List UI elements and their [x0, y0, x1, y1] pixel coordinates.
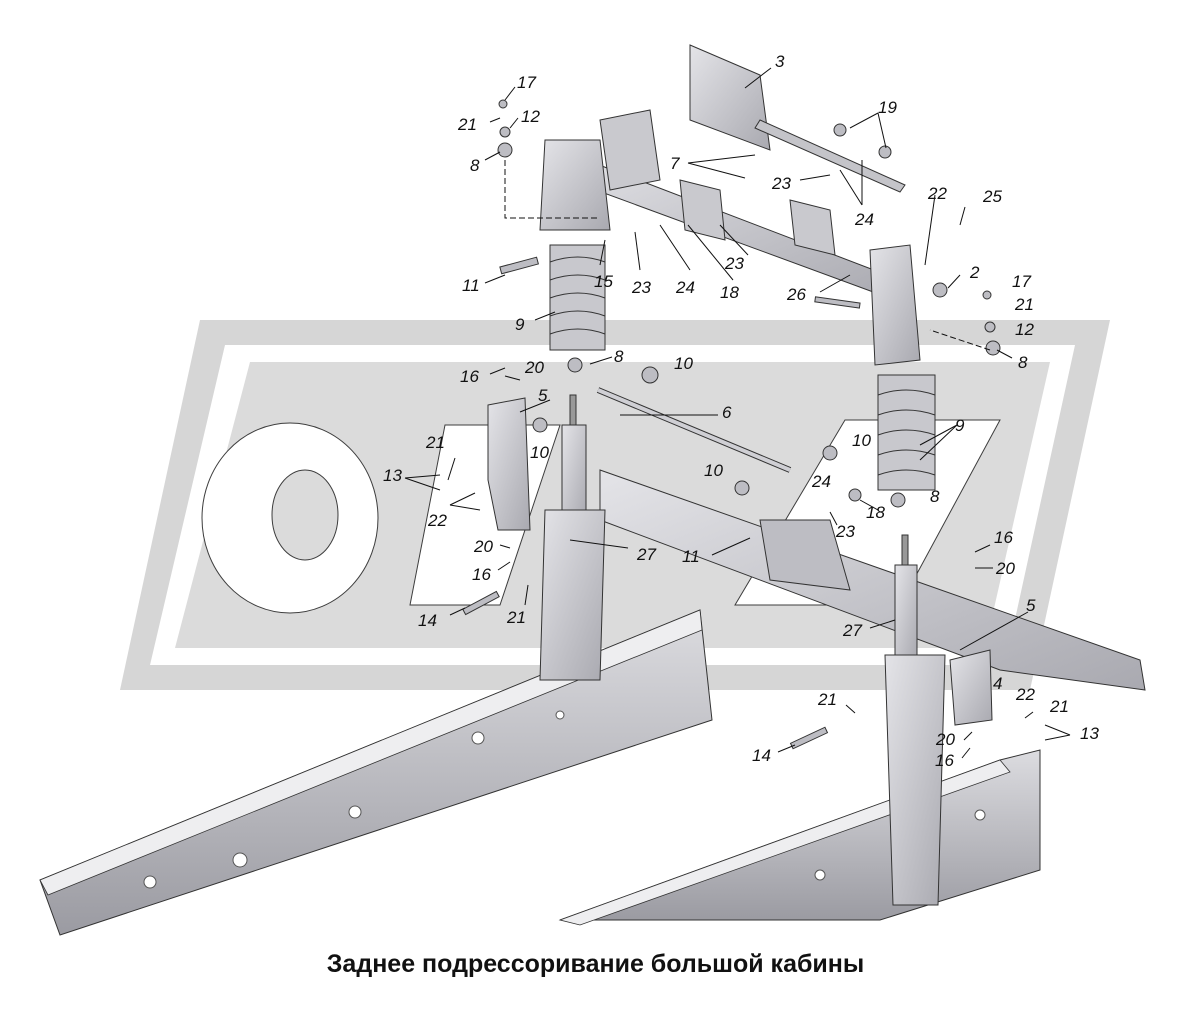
callout-label: 7 — [670, 154, 680, 173]
leader-lines — [404, 67, 1071, 759]
callout-label: 24 — [675, 278, 695, 297]
callout-label: 12 — [521, 107, 540, 126]
callout-label: 21 — [1014, 295, 1034, 314]
callout-label: 17 — [517, 73, 536, 92]
callout-label: 23 — [631, 278, 651, 297]
callout-label: 10 — [530, 443, 549, 462]
callout-labels: 3 17 21 12 8 19 7 23 24 22 25 2 17 21 12… — [383, 52, 1099, 770]
callout-label: 10 — [704, 461, 723, 480]
callout-label: 2 — [969, 263, 980, 282]
callout-label: 20 — [524, 358, 544, 377]
callout-label: 9 — [955, 416, 965, 435]
frame-rail-right — [558, 749, 1041, 926]
upper-crossbar — [554, 44, 906, 301]
right-coil-spring — [869, 244, 936, 491]
diagram-caption: Заднее подрессоривание большой кабины — [326, 950, 865, 978]
callout-label: 5 — [1026, 596, 1036, 615]
callout-label: 27 — [842, 621, 862, 640]
callout-label: 24 — [854, 210, 874, 229]
callout-label: 13 — [383, 466, 402, 485]
callout-label: 8 — [1018, 353, 1028, 372]
callout-label: 5 — [538, 386, 548, 405]
callout-label: 8 — [470, 156, 480, 175]
callout-label: 20 — [473, 537, 493, 556]
callout-label: 17 — [1012, 272, 1031, 291]
right-shock-absorber — [884, 534, 946, 906]
callout-label: 16 — [935, 751, 954, 770]
callout-label: 11 — [682, 547, 700, 566]
callout-label: 3 — [775, 52, 785, 71]
callout-label: 9 — [515, 315, 525, 334]
callout-label: 22 — [1015, 685, 1035, 704]
callout-label: 23 — [724, 254, 744, 273]
callout-label: 14 — [752, 746, 771, 765]
callout-label: 24 — [811, 472, 831, 491]
callout-label: 11 — [462, 276, 480, 295]
callout-label: 14 — [418, 611, 437, 630]
lower-crossmember — [599, 469, 1146, 691]
callout-label: 13 — [1080, 724, 1099, 743]
alignment-lines — [504, 160, 991, 351]
callout-label: 21 — [506, 608, 526, 627]
callout-label: 22 — [927, 184, 947, 203]
callout-label: 22 — [427, 511, 447, 530]
callout-label: 12 — [1015, 320, 1034, 339]
callout-label: 8 — [930, 487, 940, 506]
callout-label: 10 — [852, 431, 871, 450]
callout-label: 16 — [472, 565, 491, 584]
callout-label: 26 — [786, 285, 806, 304]
callout-label: 19 — [878, 98, 897, 117]
callout-label: 25 — [982, 187, 1002, 206]
callout-label: 4 — [993, 674, 1002, 693]
callout-label: 23 — [771, 174, 791, 193]
callout-label: 21 — [1049, 697, 1069, 716]
callout-label: 10 — [674, 354, 693, 373]
callout-label: 21 — [425, 433, 445, 452]
callout-label: 23 — [835, 522, 855, 541]
left-bracket-5 — [487, 397, 531, 531]
callout-label: 16 — [994, 528, 1013, 547]
hardware-parts — [462, 99, 1001, 750]
callout-label: 18 — [866, 503, 885, 522]
callout-label: 15 — [594, 272, 613, 291]
callout-label: 16 — [460, 367, 479, 386]
callout-label: 6 — [722, 403, 732, 422]
left-coil-spring — [539, 139, 611, 351]
callout-label: 21 — [457, 115, 477, 134]
callout-label: 20 — [935, 730, 955, 749]
callout-label: 21 — [817, 690, 837, 709]
frame-rail-left — [39, 609, 713, 936]
left-shock-absorber — [539, 394, 606, 681]
callout-label: 8 — [614, 347, 624, 366]
callout-label: 18 — [720, 283, 739, 302]
tie-rod — [596, 387, 792, 473]
callout-label: 27 — [636, 545, 656, 564]
right-bracket-4 — [949, 649, 993, 726]
callout-label: 20 — [995, 559, 1015, 578]
